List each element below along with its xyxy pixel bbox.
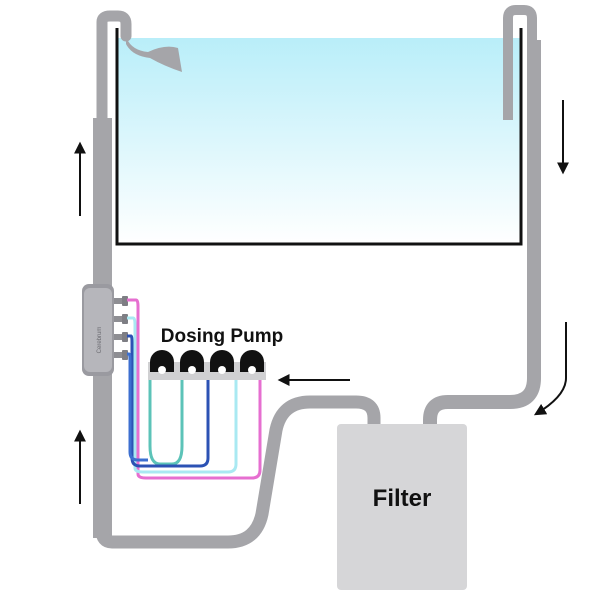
return-pipe-lower — [93, 118, 112, 294]
return-pipe-bottom — [93, 370, 112, 538]
dosing-pump-label: Dosing Pump — [161, 326, 283, 347]
manifold-brand: Cerebrum — [97, 327, 103, 354]
pump-head-1 — [150, 350, 174, 374]
return-outlet-nozzle — [126, 36, 182, 72]
tube-teal — [148, 378, 184, 466]
dosing-pump-base — [148, 362, 266, 380]
tube-light-cyan — [127, 316, 238, 474]
pump-head-2 — [180, 350, 204, 374]
pump-head-4 — [240, 350, 264, 374]
filter-box — [337, 424, 467, 590]
tube-blue — [127, 334, 210, 468]
pump-head-3 — [210, 350, 234, 374]
filter-to-pump-pipe — [95, 395, 381, 549]
dosing-manifold: Cerebrum — [82, 284, 128, 376]
tube-pink — [127, 298, 262, 480]
return-pipe — [96, 10, 132, 126]
arrow-icon-curve-right — [533, 322, 567, 416]
tube-navy — [127, 352, 148, 462]
aquarium-tank — [115, 28, 523, 246]
filter-label: Filter — [373, 485, 432, 512]
overflow-pipe — [503, 5, 537, 120]
tank-water — [118, 38, 520, 244]
drain-pipe — [423, 40, 541, 428]
